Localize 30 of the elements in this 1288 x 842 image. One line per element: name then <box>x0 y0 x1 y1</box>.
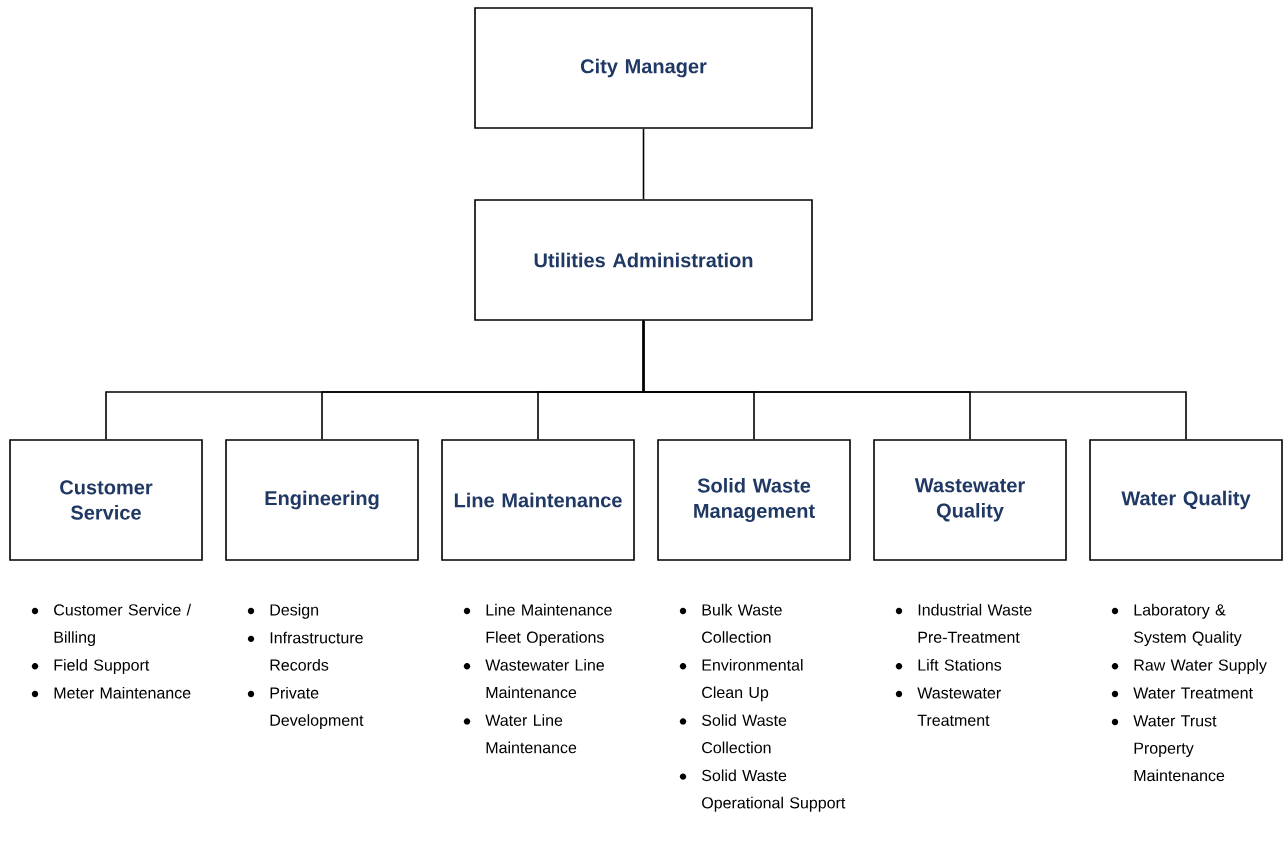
bullet-item: Lift Stations <box>918 659 1002 671</box>
bullet-item: Laboratory & System Quality <box>1134 603 1242 647</box>
org-box: Wastewater Quality <box>873 439 1067 561</box>
bullet-item: Raw Water Supply <box>1134 659 1267 674</box>
bullet-item: Line Maintenance Fleet Operations <box>486 603 612 647</box>
org-box: City Manager <box>474 7 813 129</box>
bullet-item: Solid Waste Collection <box>702 714 787 754</box>
bullet-item: Bulk Waste Collection <box>702 603 782 643</box>
bullet-item: Design <box>270 603 319 619</box>
bullet-item: Environmental Clean Up <box>702 659 803 702</box>
bullet-item: Infrastructure Records <box>270 631 363 671</box>
org-box: Water Quality <box>1089 439 1283 561</box>
bullet-item: Customer Service / Billing <box>54 603 192 647</box>
bullet-item: Field Support <box>54 659 150 674</box>
org-box: Solid Waste Management <box>657 439 851 561</box>
bullet-item: Wastewater Treatment <box>917 687 1001 726</box>
bullet-item: Industrial Waste Pre-Treatment <box>918 603 1032 643</box>
org-box: Engineering <box>225 439 419 561</box>
connector-line <box>642 320 1187 440</box>
bullet-item: Private Development <box>270 686 364 730</box>
bullet-item: Meter Maintenance <box>54 686 191 699</box>
org-box: Customer Service <box>9 439 203 561</box>
bullet-item: Water Trust Property Maintenance <box>1133 715 1225 782</box>
bullet-item: Water Treatment <box>1133 687 1253 699</box>
bullet-item: Solid Waste Operational Support <box>702 769 846 812</box>
org-box: Line Maintenance <box>441 439 635 561</box>
bullet-item: Wastewater Line Maintenance <box>485 659 604 699</box>
org-box: Utilities Administration <box>474 199 813 321</box>
bullet-item: Water Line Maintenance <box>485 714 577 754</box>
connector-line <box>642 128 645 200</box>
